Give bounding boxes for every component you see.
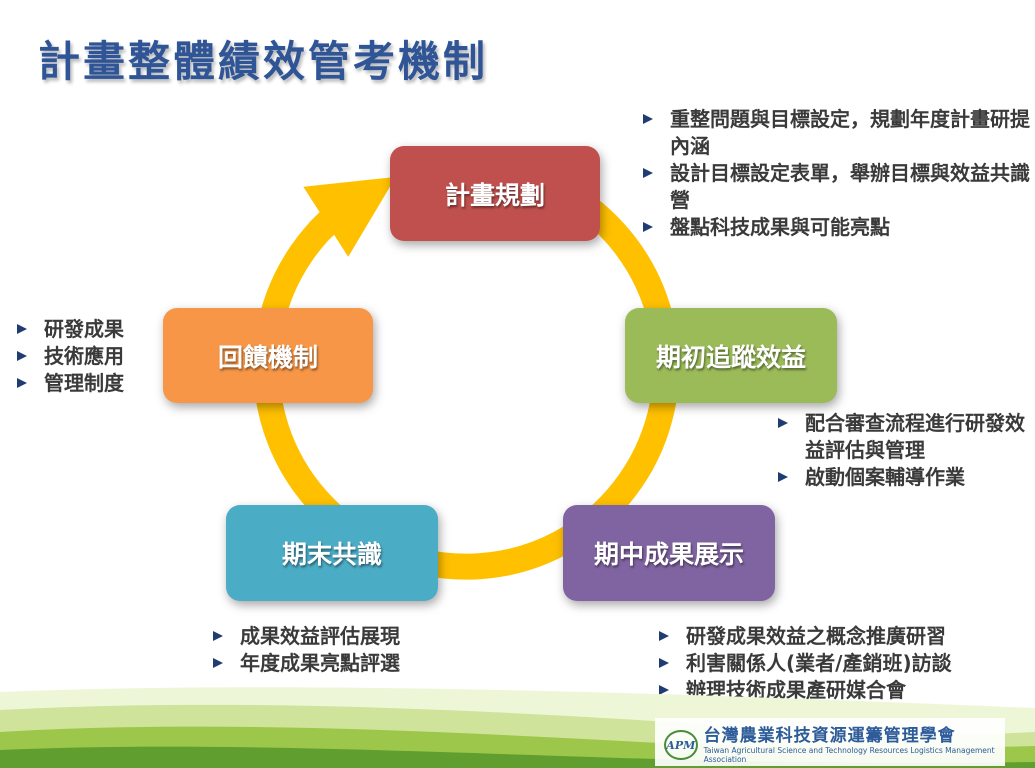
list-item: 技術應用 (14, 343, 164, 370)
plan-bullets: 重整問題與目標設定，規劃年度計畫研提內涵 設計目標設定表單，舉辦目標與效益共識營… (640, 106, 1030, 241)
node-early-tracking: 期初追蹤效益 (625, 308, 837, 403)
node-early-tracking-label: 期初追蹤效益 (655, 342, 806, 372)
list-item: 利害關係人(業者/產銷班)訪談 (656, 650, 1026, 677)
apm-logo-icon: APM (664, 730, 698, 760)
list-item: 管理制度 (14, 370, 164, 397)
node-plan: 計畫規劃 (390, 146, 600, 241)
node-mid-showcase-label: 期中成果展示 (593, 540, 744, 569)
list-item: 成果效益評估展現 (210, 623, 470, 650)
list-item: 研發成果 (14, 316, 164, 343)
page-title: 計畫整體績效管考機制 (38, 37, 489, 86)
early-bullets: 配合審查流程進行研發效益評估與管理 啟動個案輔導作業 (775, 410, 1030, 491)
list-item: 年度成果亮點評選 (210, 650, 470, 677)
list-item: 研發成果效益之概念推廣研習 (656, 623, 1026, 650)
list-item: 啟動個案輔導作業 (775, 464, 1030, 491)
node-feedback-label: 回饋機制 (217, 342, 318, 372)
logo-name-en: Taiwan Agricultural Science and Technolo… (703, 746, 995, 764)
node-mid-showcase: 期中成果展示 (563, 505, 775, 601)
list-item: 配合審查流程進行研發效益評估與管理 (775, 410, 1030, 464)
list-item: 設計目標設定表單，舉辦目標與效益共識營 (640, 160, 1030, 214)
end-bullets: 成果效益評估展現 年度成果亮點評選 (210, 623, 470, 677)
feedback-bullets: 研發成果 技術應用 管理制度 (14, 316, 164, 397)
node-plan-label: 計畫規劃 (444, 180, 545, 210)
footer-swoosh (0, 687, 1035, 768)
logo-name-cn: 台灣農業科技資源運籌管理學會 (703, 726, 956, 746)
list-item: 重整問題與目標設定，規劃年度計畫研提內涵 (640, 106, 1030, 160)
node-feedback: 回饋機制 (163, 308, 373, 403)
list-item: 盤點科技成果與可能亮點 (640, 214, 1030, 241)
cycle-arrow (303, 176, 396, 257)
node-end-consensus: 期末共識 (226, 505, 438, 601)
node-end-consensus-label: 期末共識 (281, 540, 382, 569)
association-logo: APM 台灣農業科技資源運籌管理學會 Taiwan Agricultural S… (664, 726, 1035, 764)
